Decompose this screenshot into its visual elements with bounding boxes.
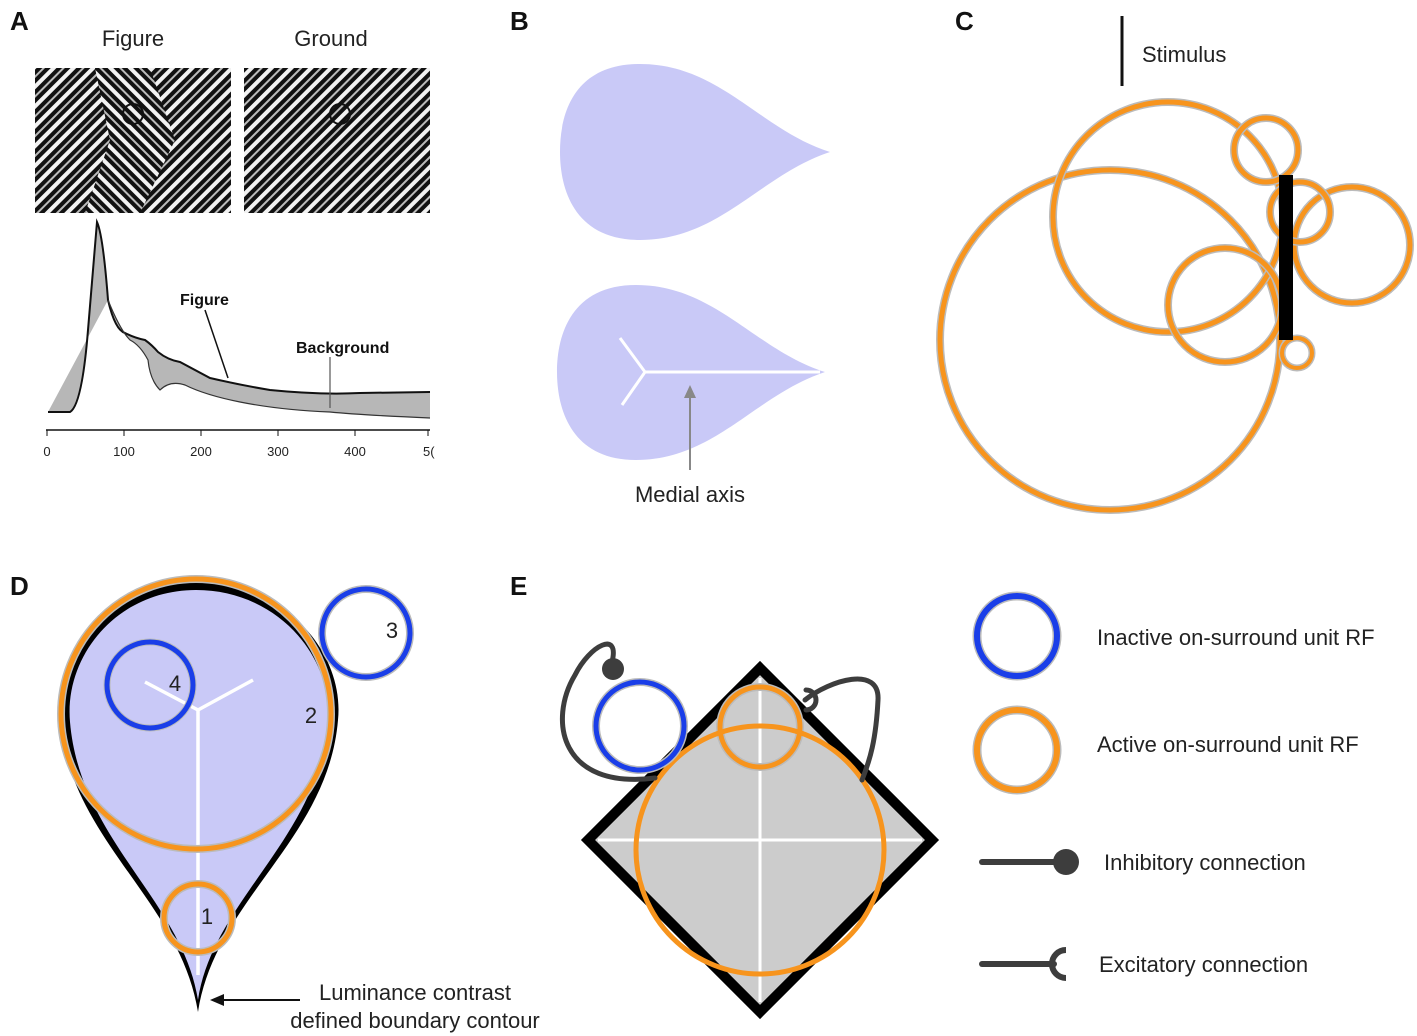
tick-label: 5( bbox=[423, 444, 435, 459]
stimulus-label: Stimulus bbox=[1142, 42, 1226, 67]
active-rf-circle bbox=[1291, 184, 1413, 306]
figure-probe-circle bbox=[122, 103, 144, 125]
panel-label-a: A bbox=[10, 6, 29, 36]
figure-image-label: Figure bbox=[102, 26, 164, 51]
rf-number-4: 4 bbox=[169, 671, 181, 696]
network-connections bbox=[560, 641, 881, 783]
medial-axis-skeleton bbox=[618, 337, 820, 406]
rf-circles-d bbox=[57, 575, 414, 956]
tick-label: 200 bbox=[190, 444, 212, 459]
active-rf-circle-1 bbox=[161, 881, 235, 955]
legend-active-icon bbox=[974, 707, 1060, 793]
panel-label-b: B bbox=[510, 6, 529, 36]
legend-inhibitory-knob bbox=[1053, 849, 1079, 875]
panel-label-d: D bbox=[10, 571, 29, 601]
rf-number-3: 3 bbox=[386, 618, 398, 643]
tick-label: 400 bbox=[344, 444, 366, 459]
excitatory-connection-path bbox=[802, 676, 881, 783]
active-rf-circle-small bbox=[717, 684, 803, 770]
tick-label: 300 bbox=[267, 444, 289, 459]
excitatory-connection-cup bbox=[803, 687, 819, 713]
active-rf-circle bbox=[1231, 115, 1301, 185]
legend: Inactive on-surround unit RF Active on-s… bbox=[972, 591, 1375, 981]
ground-texture-image bbox=[244, 68, 430, 213]
stimulus-bar bbox=[1279, 175, 1293, 340]
teardrop-shape-top bbox=[560, 64, 830, 240]
figure-response-line bbox=[48, 218, 431, 413]
rf-number-1: 1 bbox=[201, 904, 213, 929]
inhibitory-connection-knob bbox=[602, 658, 624, 680]
panel-label-c: C bbox=[955, 6, 974, 36]
figure-callout-line bbox=[204, 309, 229, 379]
contour-arrowhead bbox=[210, 994, 224, 1006]
contour-label-line2: defined boundary contour bbox=[290, 1008, 540, 1033]
active-rf-circle bbox=[937, 167, 1283, 513]
contour-label-line1: Luminance contrast bbox=[319, 980, 511, 1005]
inactive-rf-circle-4 bbox=[104, 639, 196, 731]
background-response-line bbox=[107, 299, 431, 419]
legend-excitatory-cup bbox=[1049, 947, 1067, 981]
inactive-rf-circle-3 bbox=[319, 586, 413, 680]
tick-label: 100 bbox=[113, 444, 135, 459]
legend-excitatory-label: Excitatory connection bbox=[1099, 952, 1308, 977]
active-rf-circle-2 bbox=[58, 576, 334, 852]
medial-axis-arrowhead bbox=[684, 385, 696, 398]
inhibitory-connection-path bbox=[560, 641, 658, 782]
active-rf-circle bbox=[1267, 179, 1333, 245]
diamond-medial-axis bbox=[598, 678, 922, 1002]
legend-inhibitory-label: Inhibitory connection bbox=[1104, 850, 1306, 875]
panel-label-e: E bbox=[510, 571, 527, 601]
curve-background-label: Background bbox=[296, 340, 389, 357]
legend-inactive-label: Inactive on-surround unit RF bbox=[1097, 625, 1375, 650]
legend-inactive-icon bbox=[974, 593, 1060, 679]
rf-circles-e bbox=[592, 678, 887, 977]
ground-image-label: Ground bbox=[294, 26, 367, 51]
figure-ground-difference-area bbox=[48, 222, 430, 418]
tick-label: 0 bbox=[43, 444, 50, 459]
curve-figure-label: Figure bbox=[180, 292, 229, 309]
active-rf-circle-large bbox=[633, 723, 887, 977]
inactive-rf-circle-e bbox=[593, 679, 687, 773]
rf-number-2: 2 bbox=[305, 703, 317, 728]
active-rf-circle bbox=[1280, 336, 1314, 370]
figure-texture-image bbox=[35, 68, 231, 213]
receptive-field-circles bbox=[936, 98, 1414, 514]
medial-axis-label: Medial axis bbox=[635, 482, 745, 507]
legend-active-label: Active on-surround unit RF bbox=[1097, 732, 1359, 757]
active-rf-circle bbox=[1165, 245, 1285, 365]
ground-probe-circle bbox=[329, 103, 351, 125]
response-curve-plot: 0 100 200 300 400 5( Figure Background bbox=[43, 218, 435, 459]
